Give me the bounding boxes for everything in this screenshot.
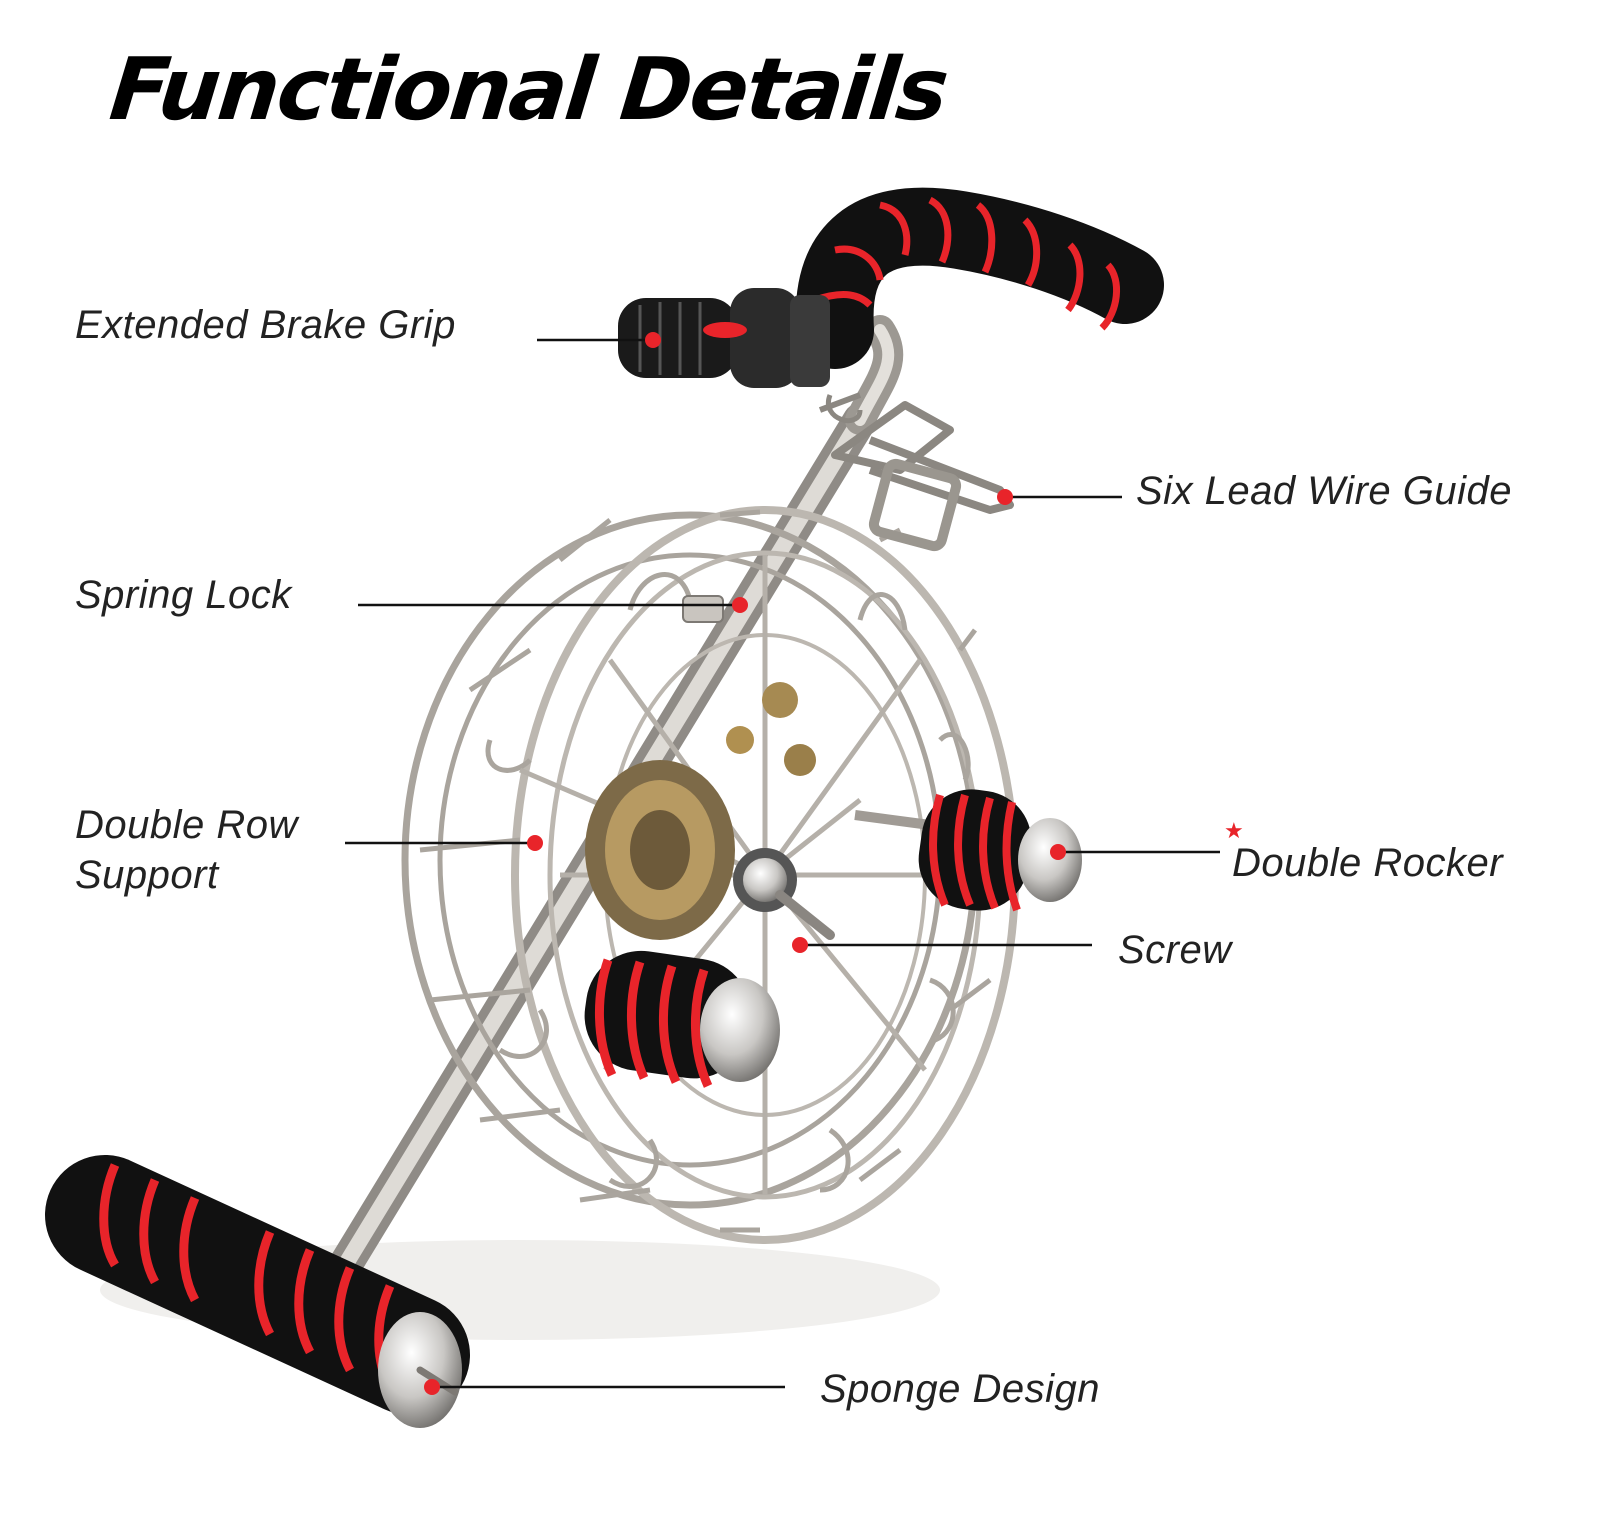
reel-hub — [733, 848, 835, 940]
double-rocker-right — [854, 789, 1082, 912]
double-row-support-bars — [419, 509, 1002, 1233]
label-screw: Screw — [1118, 928, 1232, 972]
double-rocker-front — [584, 950, 780, 1088]
callout-dot-double-row — [527, 835, 543, 851]
label-double-row-line2: Support — [75, 853, 219, 897]
callout-lines — [345, 338, 1220, 1389]
callout-dot-brake-grip — [645, 332, 661, 348]
callout-dot-sponge — [424, 1379, 440, 1395]
gear-housing — [585, 682, 816, 940]
callout-dot-wire-guide — [997, 489, 1013, 505]
callout-dot-screw — [792, 937, 808, 953]
label-double-rocker: Double Rocker — [1232, 841, 1504, 885]
callout-dot-double-rocker — [1050, 844, 1066, 860]
label-double-row-support: Double Row Support — [75, 800, 298, 900]
page-title: Functional Details — [105, 40, 952, 140]
bottom-sponge-handle — [45, 1155, 470, 1428]
label-double-row-line1: Double Row — [75, 803, 298, 847]
label-spring-lock: Spring Lock — [75, 573, 292, 617]
label-six-lead-wire-guide: Six Lead Wire Guide — [1136, 469, 1512, 513]
top-curved-handle — [795, 187, 1164, 369]
double-rocker-star-icon: ★ — [1224, 818, 1244, 843]
label-sponge-design: Sponge Design — [820, 1367, 1101, 1411]
callout-dot-spring-lock — [732, 597, 748, 613]
callout-dots — [424, 332, 1066, 1395]
spring-lock-part — [682, 595, 724, 623]
wire-guide-assembly — [818, 392, 1014, 552]
label-extended-brake-grip: Extended Brake Grip — [75, 303, 456, 347]
